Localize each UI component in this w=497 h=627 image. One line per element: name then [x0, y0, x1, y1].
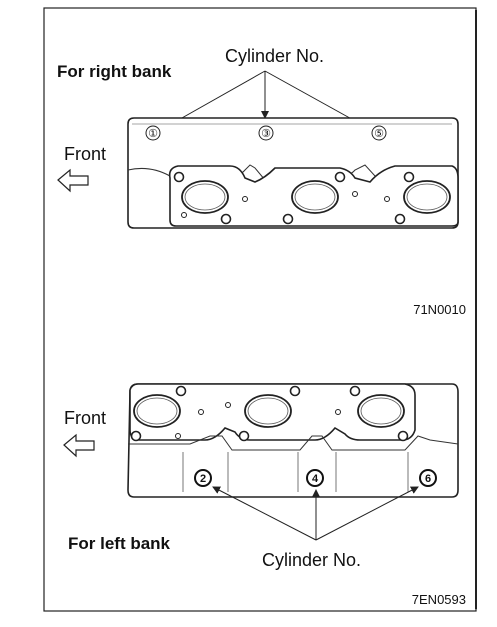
right-cylinder-marker-1 [145, 125, 161, 141]
left-pointer-6 [315, 486, 419, 541]
right-front-arrow-icon [57, 168, 89, 193]
left-cylinder-number-4: 4 [312, 473, 319, 485]
right-bank-gasket [127, 117, 459, 229]
left-front-arrow-icon [63, 433, 95, 458]
left-figure-code: 7EN0593 [412, 592, 466, 607]
right-cylinder-marker-3 [258, 125, 274, 141]
left-cylinder-marker-4 [306, 469, 324, 487]
left-cylinder-number-6: 6 [425, 473, 431, 485]
right-bank-cylinder-label: Cylinder No. [225, 46, 324, 66]
left-pointer-2 [212, 486, 317, 541]
left-cylinder-number-2: 2 [200, 473, 206, 485]
outer-border [43, 7, 477, 612]
left-bank-title: For left bank [68, 534, 171, 553]
right-figure-code: 71N0010 [413, 302, 466, 317]
left-bank-gasket [127, 383, 459, 498]
right-cylinder-marker-5 [371, 125, 387, 141]
left-front-label: Front [64, 408, 106, 428]
right-cylinder-number-1: ① [148, 128, 158, 140]
right-cylinder-number-3: ③ [261, 128, 271, 140]
left-cylinder-marker-2 [194, 469, 212, 487]
right-cylinder-number-5: ⑤ [374, 128, 384, 140]
right-front-label: Front [64, 144, 106, 164]
left-cylinder-marker-6 [419, 469, 437, 487]
right-bank-title: For right bank [57, 62, 172, 81]
left-bank-cylinder-label: Cylinder No. [262, 550, 361, 570]
